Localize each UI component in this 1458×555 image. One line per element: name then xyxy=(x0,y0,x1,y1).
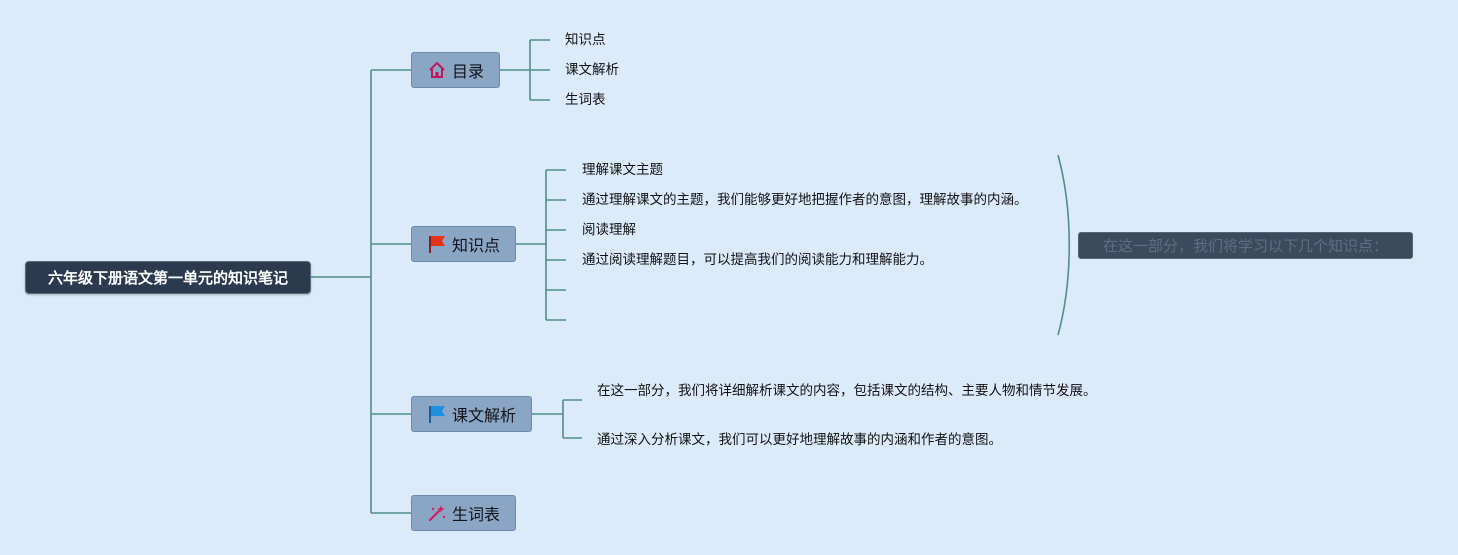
leaf-zhishidian-1[interactable]: 理解课文主题 xyxy=(582,162,663,178)
leaf-zhishidian-3[interactable]: 阅读理解 xyxy=(582,222,636,238)
branch-label: 课文解析 xyxy=(451,406,516,425)
blue-flag-icon xyxy=(427,404,447,424)
branch-shengcibiao[interactable]: 生词表 xyxy=(411,495,516,531)
summary-brace xyxy=(1057,154,1071,336)
branch-mulu[interactable]: 目录 xyxy=(411,52,500,88)
summary-zhishidian[interactable]: 在这一部分，我们将学习以下几个知识点： xyxy=(1078,232,1413,259)
home-icon xyxy=(427,60,447,80)
leaf-zhishidian-4[interactable]: 通过阅读理解题目，可以提高我们的阅读能力和理解能力。 xyxy=(582,252,933,268)
branch-kewenjiexi[interactable]: 课文解析 xyxy=(411,396,532,432)
branch-label: 目录 xyxy=(451,62,484,81)
leaf-kewenjiexi-2[interactable]: 通过深入分析课文，我们可以更好地理解故事的内涵和作者的意图。 xyxy=(597,432,1002,448)
branch-label: 生词表 xyxy=(451,505,500,524)
branch-label: 知识点 xyxy=(451,236,500,255)
leaf-mulu-1[interactable]: 知识点 xyxy=(565,32,606,48)
summary-label: 在这一部分，我们将学习以下几个知识点： xyxy=(1102,237,1388,255)
leaf-mulu-2[interactable]: 课文解析 xyxy=(565,62,619,78)
branch-zhishidian[interactable]: 知识点 xyxy=(411,226,516,262)
leaf-kewenjiexi-1[interactable]: 在这一部分，我们将详细解析课文的内容，包括课文的结构、主要人物和情节发展。 xyxy=(597,383,1097,399)
leaf-zhishidian-2[interactable]: 通过理解课文的主题，我们能够更好地把握作者的意图，理解故事的内涵。 xyxy=(582,192,1028,208)
magic-wand-icon xyxy=(427,503,447,523)
root-label: 六年级下册语文第一单元的知识笔记 xyxy=(47,269,288,287)
leaf-mulu-3[interactable]: 生词表 xyxy=(565,92,606,108)
kewenjiexi-children-connector xyxy=(532,399,582,439)
zhishidian-children-connector xyxy=(516,169,566,321)
red-flag-icon xyxy=(427,234,447,254)
root-node[interactable]: 六年级下册语文第一单元的知识笔记 xyxy=(25,261,311,294)
mulu-children-connector xyxy=(500,39,550,101)
